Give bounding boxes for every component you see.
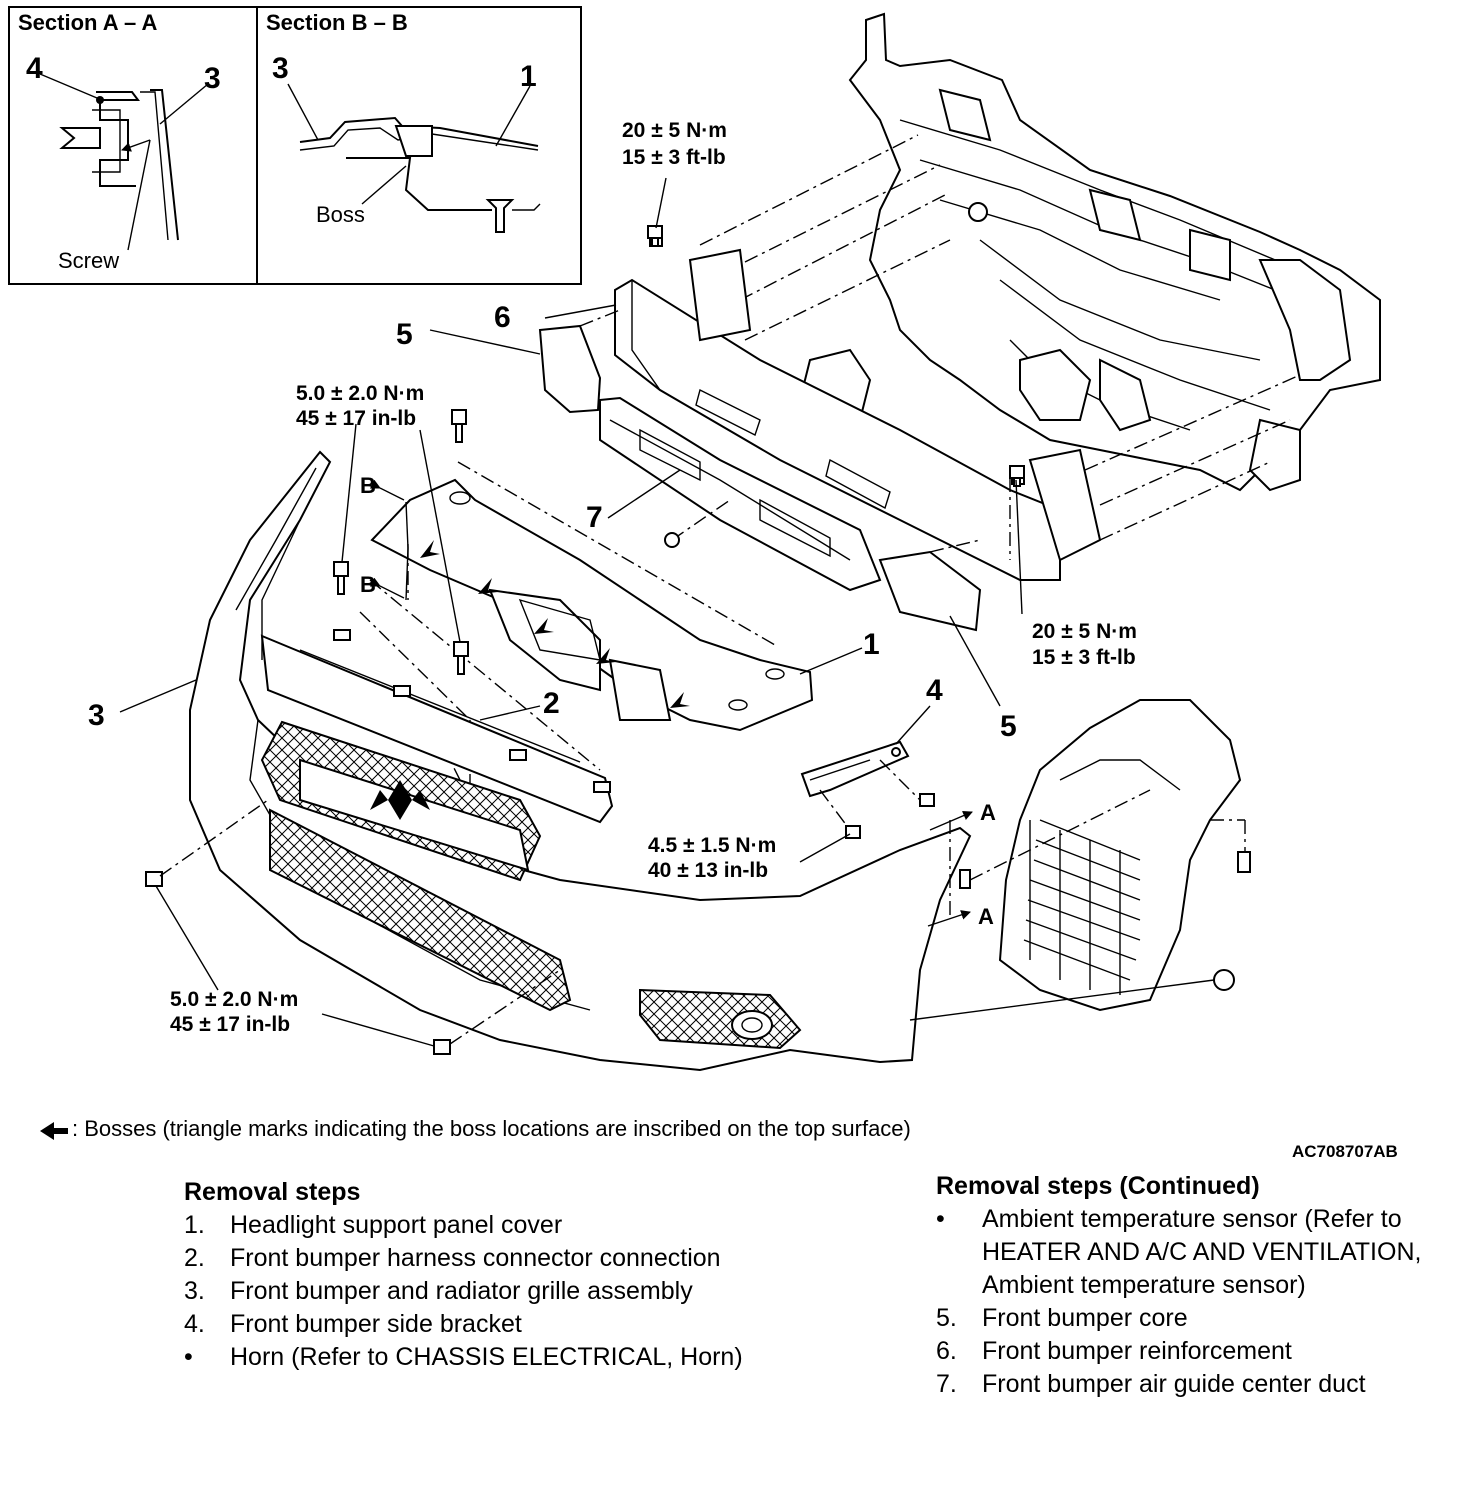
callout-5-left: 5 [396, 318, 413, 351]
boss-label: Boss [316, 202, 365, 227]
removal-steps-continued-heading: Removal steps (Continued) [936, 1172, 1260, 1200]
removal-step-text: Front bumper air guide center duct [982, 1370, 1366, 1398]
bumper-reinforcement [614, 231, 1102, 581]
section-b-title: Section B – B [266, 10, 408, 35]
removal-step: 6. Front bumper reinforcement [936, 1335, 1456, 1368]
section-mark-a-lower: A [978, 904, 994, 929]
removal-steps-heading: Removal steps [184, 1178, 361, 1206]
removal-steps-right: Removal steps (Continued) • Ambient tempe… [936, 1172, 1456, 1401]
removal-step-text: Front bumper side bracket [230, 1310, 522, 1338]
callout-3: 3 [88, 699, 105, 732]
removal-step: 2. Front bumper harness connector connect… [184, 1242, 744, 1275]
section-mark-a-upper: A [980, 800, 996, 825]
bolt-panel-mid [453, 641, 469, 675]
bolt-liner-lower [1213, 969, 1235, 991]
section-mark-b-upper: B [360, 473, 376, 498]
boss-arrow-icon [40, 1122, 68, 1140]
boss-legend: : Bosses (triangle marks indicating the … [72, 1116, 911, 1141]
section-a-drawing: 4 3 Screw [26, 52, 221, 273]
removal-step-text: Ambient temperature sensor (Refer to HEA… [982, 1205, 1422, 1299]
torque-lower-in: 45 ± 17 in-lb [170, 1013, 290, 1036]
section-a-title: Section A – A [18, 10, 157, 35]
removal-step-text: Front bumper and radiator grille assembl… [230, 1277, 693, 1305]
front-bumper-side-bracket [800, 740, 921, 831]
section-mark-b-lower: B [360, 572, 376, 597]
removal-step: 5. Front bumper core [936, 1302, 1456, 1335]
torque-right-nm: 20 ± 5 N·m [1032, 620, 1137, 643]
headlight-support-panel-cover [370, 478, 814, 732]
removal-step-text: Front bumper harness connector connectio… [230, 1244, 721, 1272]
bolt-bumper-bottom [433, 1039, 451, 1055]
section-b-callout-1: 1 [520, 60, 537, 93]
removal-step: 1. Headlight support panel cover [184, 1209, 744, 1242]
section-b-callout-3: 3 [272, 52, 289, 85]
callout-1: 1 [863, 628, 880, 661]
removal-step-text: Front bumper core [982, 1304, 1188, 1332]
splash-shield [998, 699, 1246, 1012]
section-cut-markers [369, 479, 973, 927]
section-a-callout-4: 4 [26, 52, 43, 85]
figure-id: AC708707AB [1292, 1142, 1398, 1161]
bumper-core-left [538, 309, 621, 414]
bolt-panel-top [451, 409, 467, 443]
removal-step-text: Horn (Refer to CHASSIS ELECTRICAL, Horn) [230, 1343, 743, 1371]
radiator-support-frame [798, 12, 1381, 492]
removal-step: • Horn (Refer to CHASSIS ELECTRICAL, Horn… [184, 1341, 744, 1374]
bolt-bracket [919, 793, 935, 807]
torque-mid-nm: 4.5 ± 1.5 N·m [648, 834, 776, 857]
section-b-drawing: 3 1 Boss [272, 52, 541, 233]
callout-4: 4 [926, 674, 943, 707]
removal-steps-left: Removal steps 1. Headlight support panel … [184, 1178, 744, 1374]
removal-step: 7. Front bumper air guide center duct [936, 1368, 1456, 1401]
callout-2: 2 [543, 687, 560, 720]
bolt-right-reinf [1009, 465, 1025, 487]
section-a-callout-3: 3 [204, 62, 221, 95]
bolts [145, 225, 1251, 1055]
leader-lines [119, 177, 1023, 1047]
removal-step: • Ambient temperature sensor (Refer to HE… [936, 1203, 1456, 1302]
removal-step: 4. Front bumper side bracket [184, 1308, 744, 1341]
bolt-liner [1237, 851, 1251, 873]
boss-arrows [420, 540, 690, 708]
section-inset: Section A – A Section B – B 4 3 Screw [8, 6, 582, 285]
torque-right-ft: 15 ± 3 ft-lb [1032, 646, 1136, 669]
removal-step: 3. Front bumper and radiator grille assem… [184, 1275, 744, 1308]
removal-steps-list: 1. Headlight support panel cover 2. Front b… [184, 1209, 744, 1374]
removal-steps-continued-list: • Ambient temperature sensor (Refer to HE… [936, 1203, 1456, 1401]
removal-step-text: Headlight support panel cover [230, 1211, 563, 1239]
bolt-bracket-lower [845, 825, 861, 839]
torque-upper-in: 45 ± 17 in-lb [296, 407, 416, 430]
front-bumper-assembly [189, 450, 972, 1072]
alignment-lines-upper [699, 134, 1301, 541]
removal-step-number: • [936, 1205, 945, 1233]
bolt-bumper-left [145, 871, 163, 887]
callout-7: 7 [586, 501, 603, 534]
removal-step-number: 4. [184, 1310, 205, 1338]
removal-step-number: 7. [936, 1370, 957, 1398]
removal-step-number: • [184, 1343, 193, 1371]
torque-upper-nm: 5.0 ± 2.0 N·m [296, 382, 424, 405]
clip-a [959, 869, 971, 889]
bolt-panel-left [333, 561, 349, 595]
callout-5-right: 5 [1000, 710, 1017, 743]
clip-duct [664, 532, 680, 548]
removal-step-number: 3. [184, 1277, 205, 1305]
removal-step-text: Front bumper reinforcement [982, 1337, 1292, 1365]
bolt-top-left [647, 225, 663, 247]
torque-lower-nm: 5.0 ± 2.0 N·m [170, 988, 298, 1011]
torque-mid-in: 40 ± 13 in-lb [648, 859, 768, 882]
removal-step-number: 6. [936, 1337, 957, 1365]
callout-6: 6 [494, 301, 511, 334]
screw-label: Screw [58, 248, 119, 273]
torque-top-nm: 20 ± 5 N·m [622, 119, 727, 142]
removal-step-number: 5. [936, 1304, 957, 1332]
bumper-core-right [878, 539, 982, 632]
removal-step-number: 2. [184, 1244, 205, 1272]
torque-top-ft: 15 ± 3 ft-lb [622, 146, 726, 169]
removal-step-number: 1. [184, 1211, 205, 1239]
